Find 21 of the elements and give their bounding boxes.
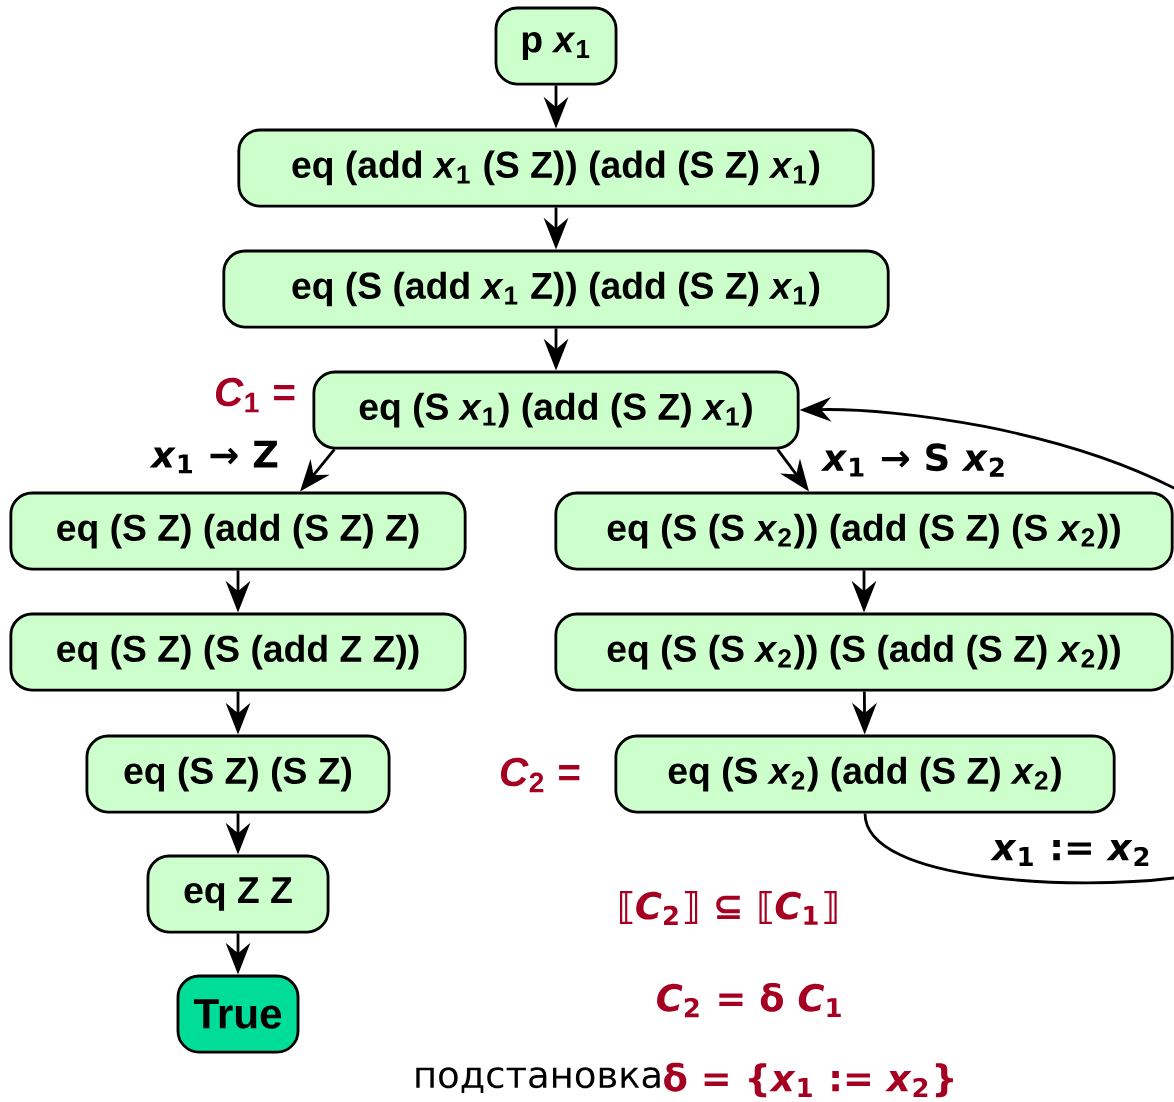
- formula-text: δ = {x$_{1}$ := x$_{2}$}: [664, 1062, 953, 1098]
- process-box: eq (S Z) (add (S Z) Z): [9, 491, 467, 571]
- formula-text: ⟦C$_{2}$⟧ ⊆ ⟦C$_{1}$⟧: [620, 891, 837, 925]
- process-box: p x$_{1}$: [494, 6, 618, 86]
- process-box: eq Z Z: [146, 854, 330, 934]
- formula-text: C$_{2}$ = δ C$_{1}$: [657, 982, 841, 1018]
- formula-text: подстановка: [416, 1067, 660, 1093]
- edge-label: x$_{1}$ := x$_{2}$: [988, 836, 1156, 870]
- equation-label: C$_{2}$ =: [501, 757, 580, 793]
- process-box: eq (S (add x$_{1}$ Z)) (add (S Z) x$_{1}$): [222, 249, 890, 329]
- equation-label: C$_{1}$ =: [216, 377, 295, 413]
- process-box: True: [176, 974, 300, 1054]
- edge-label: x$_{1}$ → S x$_{2}$: [818, 439, 1012, 481]
- process-box: eq (S Z) (S (add Z Z)): [9, 612, 467, 692]
- process-box: eq (S (S x$_{2}$)) (S (add (S Z) x$_{2}$)): [554, 612, 1174, 692]
- process-box: eq (add x$_{1}$ (S Z)) (add (S Z) x$_{1}$): [237, 128, 875, 208]
- edge-label: x$_{1}$ → Z: [147, 437, 283, 477]
- process-box: eq (S x$_{1}$) (add (S Z) x$_{1}$): [312, 370, 800, 450]
- process-box: eq (S Z) (S Z): [85, 734, 391, 814]
- process-box: eq (S x$_{2}$) (add (S Z) x$_{2}$): [614, 734, 1116, 814]
- process-box: eq (S (S x$_{2}$)) (add (S Z) (S x$_{2}$)): [554, 491, 1174, 571]
